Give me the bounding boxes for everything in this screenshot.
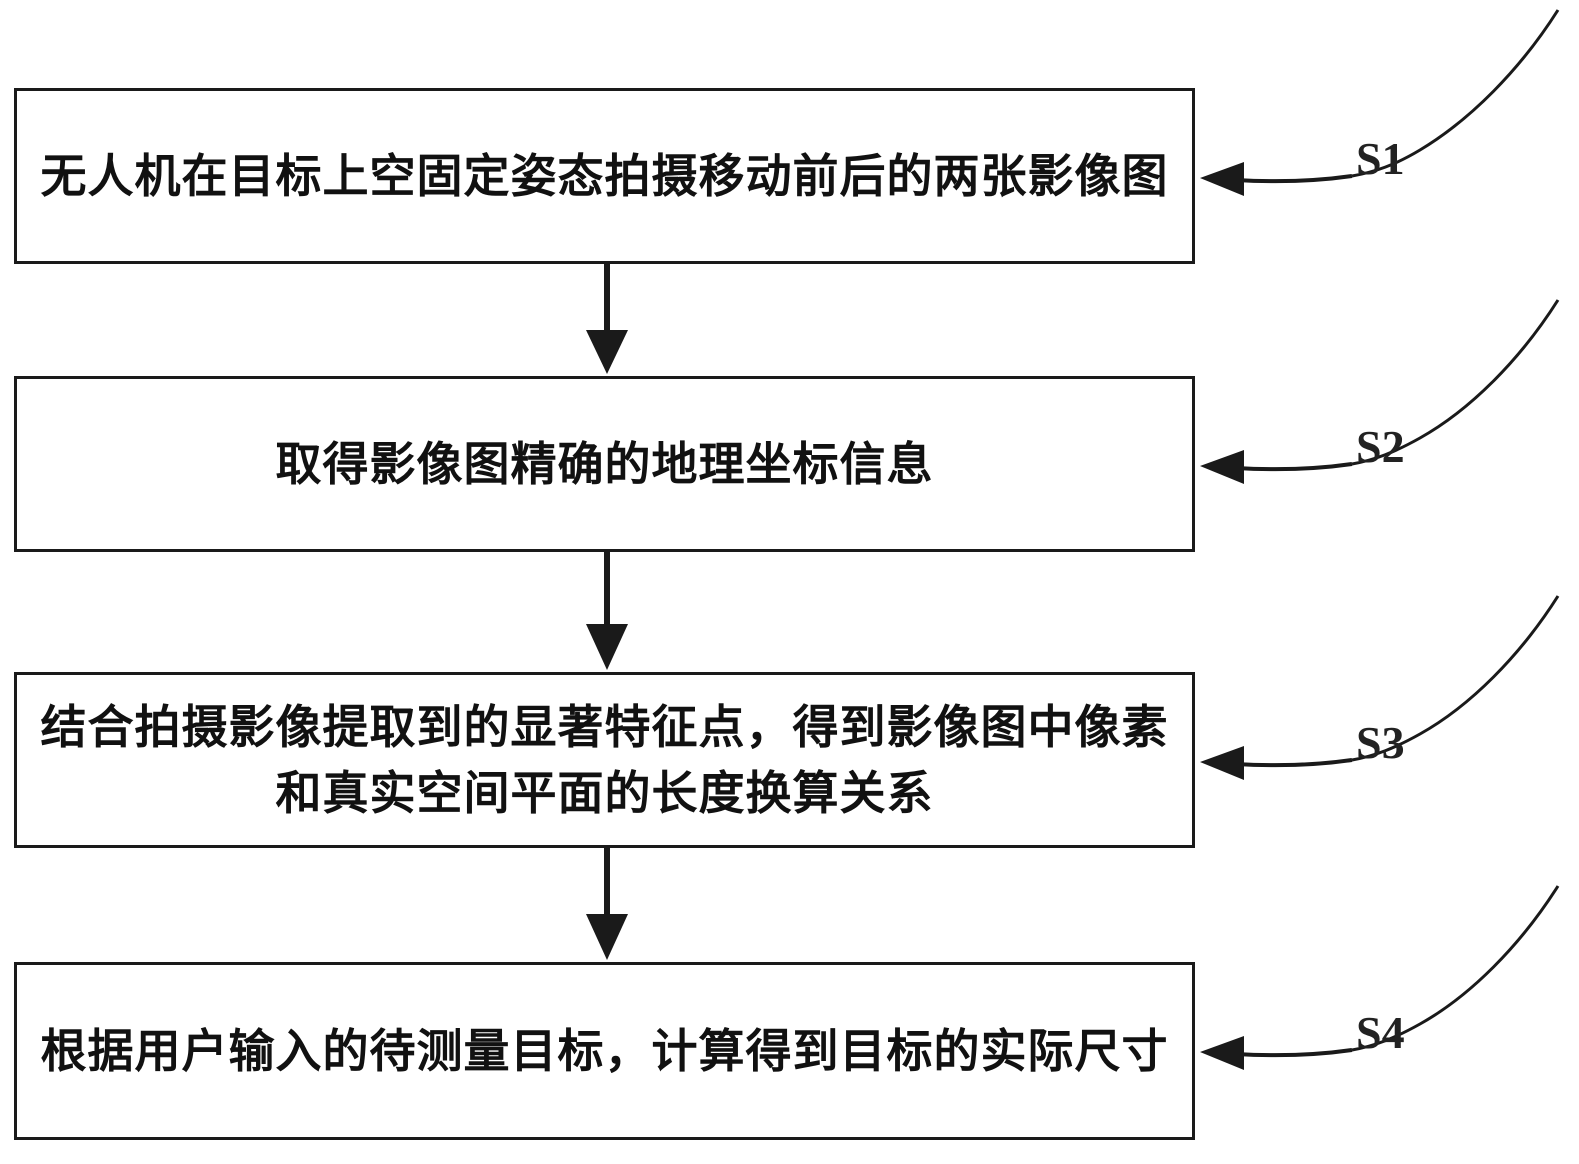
step-text-s1: 无人机在目标上空固定姿态拍摄移动前后的两张影像图 xyxy=(40,149,1169,203)
step-text-s2: 取得影像图精确的地理坐标信息 xyxy=(275,437,934,491)
flow-arrow-1-2 xyxy=(586,264,628,374)
leader-line-s1 xyxy=(1200,9,1560,196)
step-label-s1: S1 xyxy=(1356,133,1405,184)
leader-line-s3 xyxy=(1200,595,1560,780)
step-text-s4: 根据用户输入的待测量目标，计算得到目标的实际尺寸 xyxy=(40,1024,1169,1078)
flow-arrow-2-3 xyxy=(586,552,628,670)
step-text-s3: 结合拍摄影像提取到的显著特征点，得到影像图中像素和真实空间平面的长度换算关系 xyxy=(40,700,1169,820)
step-label-s2: S2 xyxy=(1356,421,1405,472)
leader-line-s4 xyxy=(1200,885,1560,1070)
flow-arrow-3-4 xyxy=(586,848,628,960)
leader-line-s2 xyxy=(1200,299,1560,484)
step-box-s4: 根据用户输入的待测量目标，计算得到目标的实际尺寸 xyxy=(14,962,1195,1140)
step-box-s2: 取得影像图精确的地理坐标信息 xyxy=(14,376,1195,552)
step-box-s3: 结合拍摄影像提取到的显著特征点，得到影像图中像素和真实空间平面的长度换算关系 xyxy=(14,672,1195,848)
step-label-s4: S4 xyxy=(1356,1007,1405,1058)
step-box-s1: 无人机在目标上空固定姿态拍摄移动前后的两张影像图 xyxy=(14,88,1195,264)
step-label-s3: S3 xyxy=(1356,717,1405,768)
